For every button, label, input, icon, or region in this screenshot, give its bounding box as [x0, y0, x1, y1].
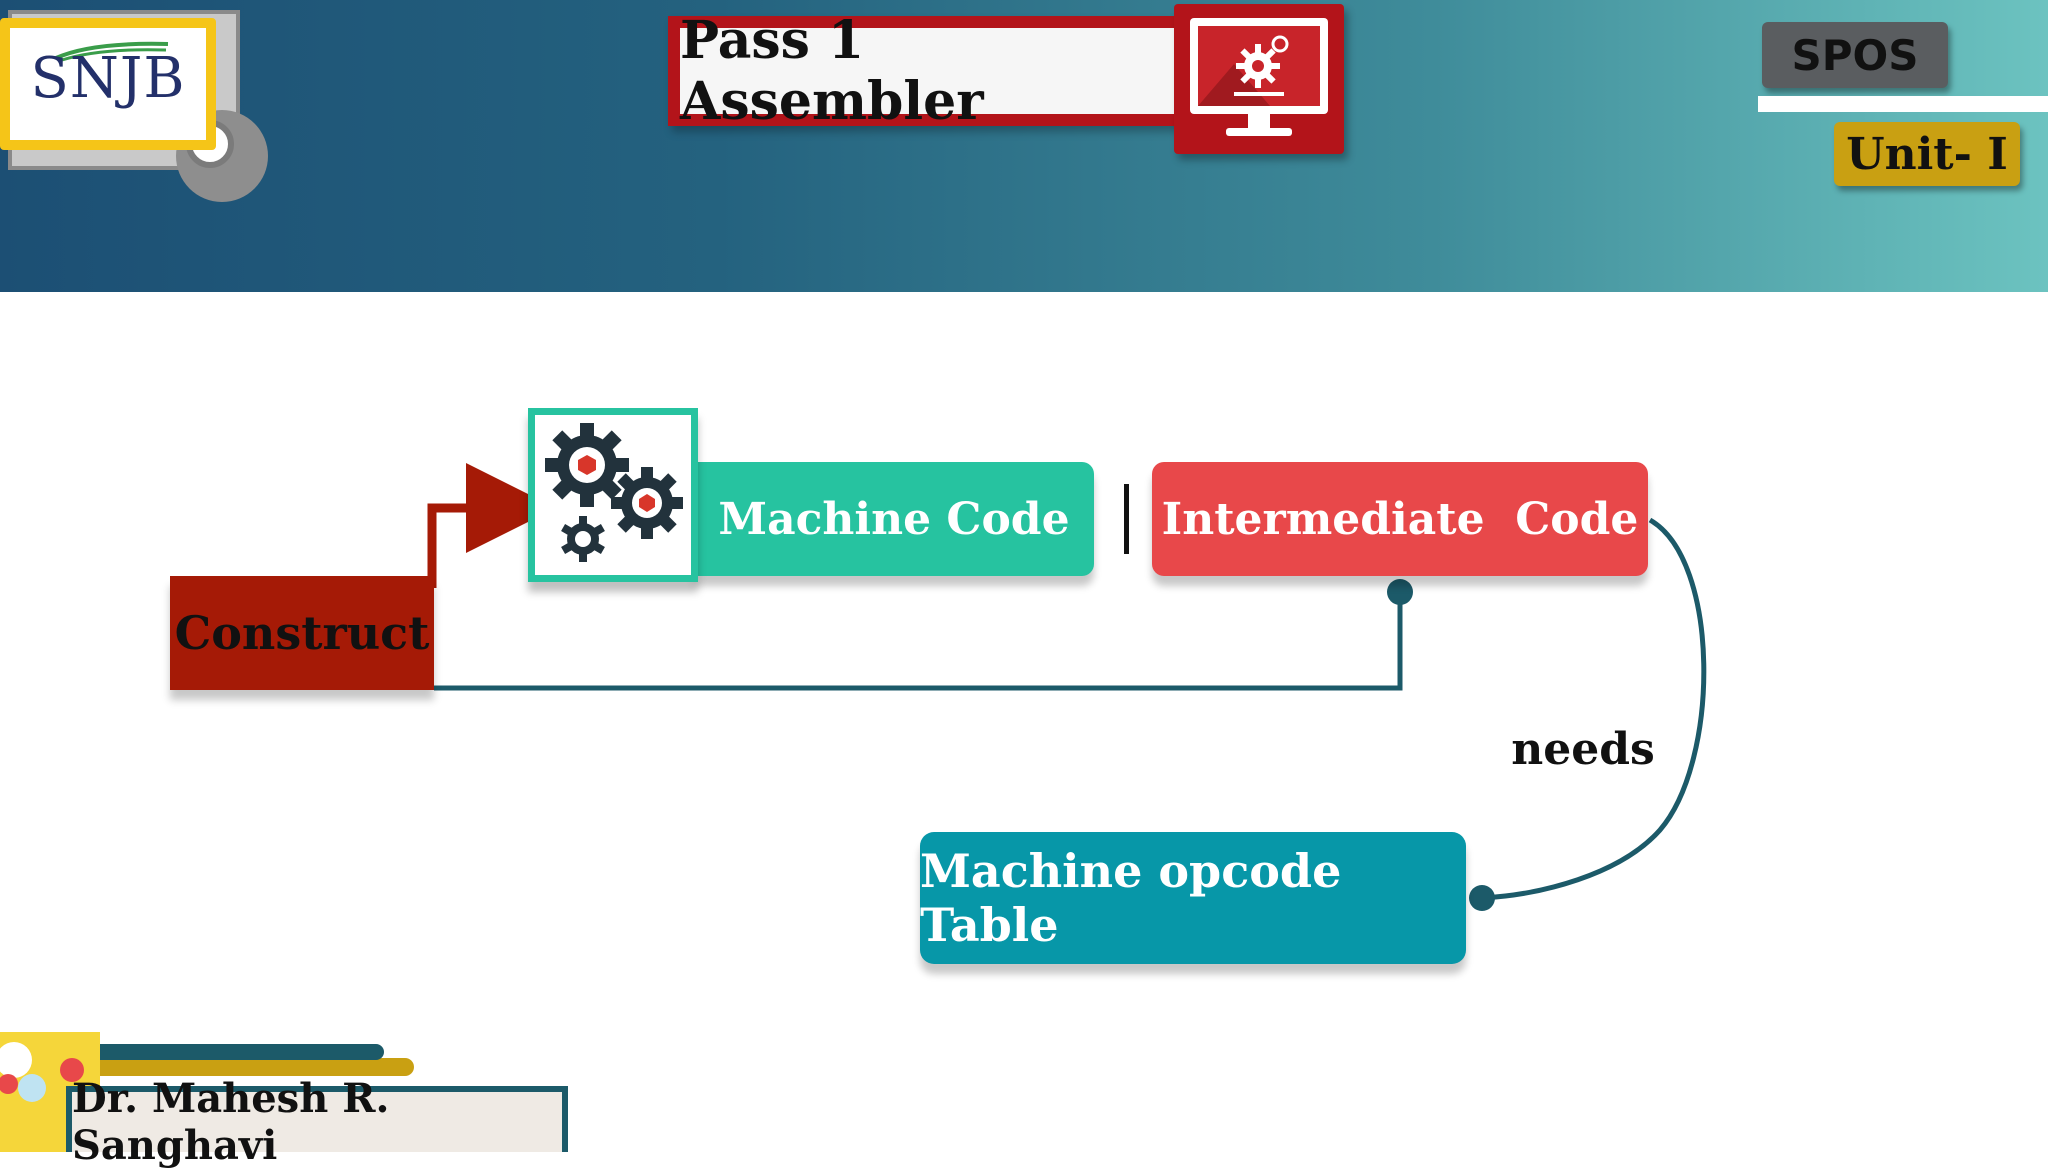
logo-text: SNJB	[30, 46, 186, 111]
machine-code-node: Machine Code	[694, 462, 1094, 576]
title-box: Pass 1 Assembler	[668, 10, 1192, 132]
cursor-divider	[1124, 484, 1129, 554]
opcode-connector-dot	[1469, 885, 1495, 911]
author-name-plate: Dr. Mahesh R. Sanghavi	[66, 1075, 568, 1169]
construct-to-machine-code-arrow	[427, 463, 556, 588]
needs-label: needs	[1511, 724, 1655, 775]
intermediate-code-node: Intermediate Code	[1152, 462, 1648, 576]
construct-node: Construct	[170, 576, 434, 690]
logo-swoosh-icon	[55, 41, 169, 62]
footer-bar-teal	[84, 1044, 384, 1060]
monitor-gear-icon	[1174, 4, 1344, 154]
opcode-table-node: Machine opcode Table	[920, 832, 1466, 964]
construct-to-intermediate-line	[434, 592, 1403, 691]
unit-badge: Unit- I	[1834, 122, 2020, 186]
logo-frame	[0, 18, 216, 150]
subject-badge: SPOS	[1762, 22, 1948, 88]
intermediate-connector-dot	[1387, 579, 1413, 605]
needs-curve	[1481, 517, 1707, 901]
gears-icon	[528, 408, 698, 582]
badge-divider-line	[1758, 96, 2048, 112]
footer-bar-gold	[70, 1058, 414, 1076]
